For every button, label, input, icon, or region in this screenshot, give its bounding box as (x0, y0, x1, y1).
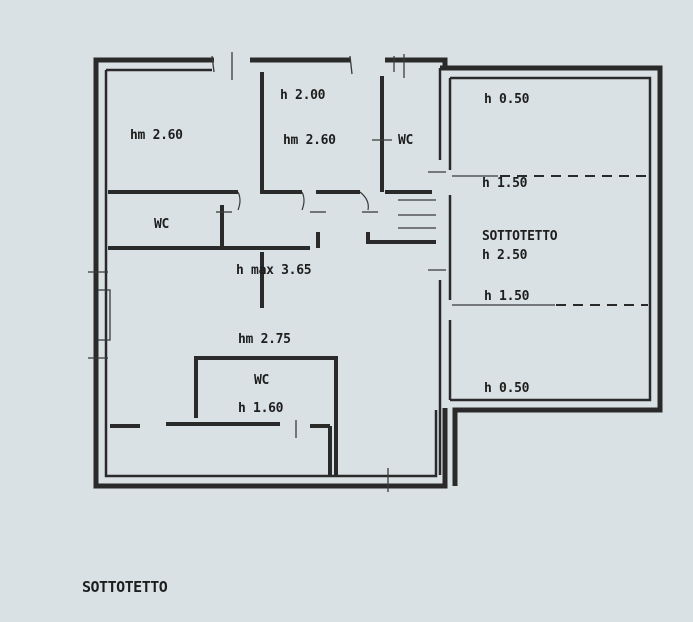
inner-walls (108, 72, 436, 476)
label-room-top-mid-h: h 2.00 (280, 88, 326, 103)
label-wc-bottom-h: h 1.60 (238, 401, 284, 416)
label-right-title: SOTTOTETTO (482, 229, 558, 244)
label-wc-top: WC (398, 133, 413, 148)
plan-caption: SOTTOTETTO (82, 578, 168, 596)
label-hall-hmax: h max 3.65 (236, 263, 311, 278)
label-wc-left: WC (154, 217, 169, 232)
label-room-top-mid-hm: hm 2.60 (283, 133, 336, 148)
openings (88, 52, 446, 492)
room-labels: hm 2.60 h 2.00 hm 2.60 WC WC h max 3.65 … (130, 88, 558, 416)
label-right-h-top: h 0.50 (484, 92, 530, 107)
height-lines (452, 175, 648, 306)
label-right-h-mid: h 2.50 (482, 248, 528, 263)
label-right-h-lower-line: h 1.50 (484, 289, 530, 304)
label-hall-hm: hm 2.75 (238, 332, 291, 347)
label-wc-bottom: WC (254, 373, 269, 388)
label-right-h-upper-line: h 1.50 (482, 176, 528, 191)
label-room-top-left: hm 2.60 (130, 128, 183, 143)
outer-walls (93, 57, 663, 489)
label-right-h-bottom: h 0.50 (484, 381, 530, 396)
